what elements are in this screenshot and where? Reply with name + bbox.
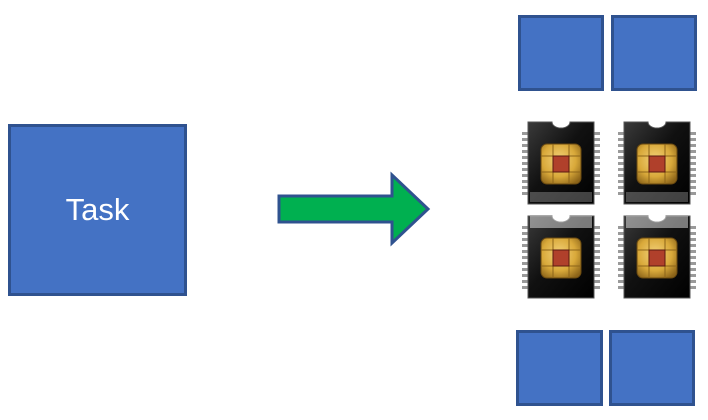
subtask-block-bottom-right — [609, 330, 695, 406]
subtask-block-top-right — [611, 15, 697, 91]
microchip-icon — [522, 215, 600, 299]
task-label: Task — [65, 192, 130, 227]
task-block: Task — [8, 124, 187, 296]
microchip-icon — [618, 215, 696, 299]
subtask-block-top-left — [518, 15, 604, 91]
right-arrow-icon — [277, 171, 431, 247]
subtask-block-bottom-left — [516, 330, 603, 406]
microchip-icon — [618, 121, 696, 205]
microchip-icon — [522, 121, 600, 205]
